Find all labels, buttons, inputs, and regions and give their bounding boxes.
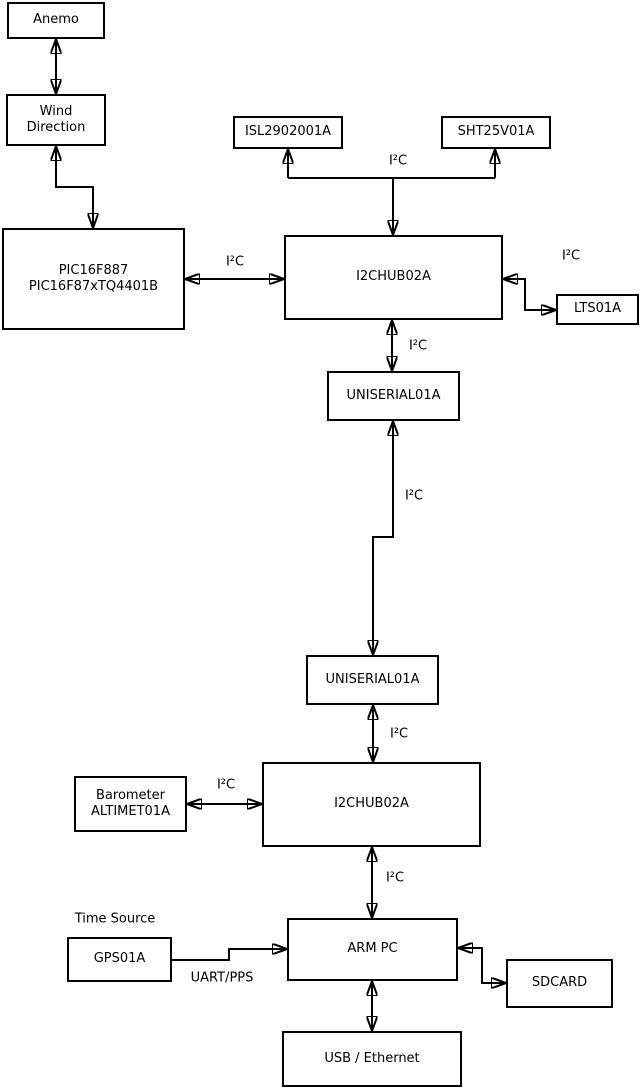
node-lts01a: LTS01A bbox=[556, 294, 639, 325]
i2c-label-hub-lts: I²C bbox=[561, 248, 581, 264]
i2c-label-hub2-arm: I²C bbox=[385, 870, 405, 886]
node-label: Anemo bbox=[33, 12, 79, 28]
i2c-label-uniserial-hub2: I²C bbox=[389, 726, 409, 742]
node-label: SHT25V01A bbox=[457, 124, 535, 140]
node-uniserial-bottom: UNISERIAL01A bbox=[306, 655, 439, 705]
i2c-label-barometer-hub2: I²C bbox=[216, 777, 236, 793]
node-label: PIC16F87xTQ4401B bbox=[28, 279, 159, 294]
node-label: ARM PC bbox=[347, 941, 398, 957]
node-label: I2CHUB02A bbox=[334, 796, 409, 812]
node-uniserial-top: UNISERIAL01A bbox=[327, 371, 460, 421]
node-label: ISL2902001A bbox=[244, 124, 332, 140]
i2c-label-pic-hub: I²C bbox=[225, 254, 245, 270]
node-label: Barometer bbox=[96, 787, 165, 803]
node-label: PIC16F887 bbox=[58, 262, 129, 278]
edge-gps-arm bbox=[172, 949, 287, 961]
edge-wind-pic bbox=[56, 146, 93, 228]
node-label: Direction bbox=[26, 120, 86, 135]
i2c-label-branch: I²C bbox=[388, 153, 408, 169]
edge-uniserial-top-bottom bbox=[373, 421, 393, 655]
node-barometer: Barometer ALTIMET01A bbox=[74, 776, 187, 832]
uart-pps-label: UART/PPS bbox=[190, 970, 254, 986]
node-label: UNISERIAL01A bbox=[325, 671, 420, 687]
node-arm-pc: ARM PC bbox=[287, 918, 458, 981]
i2c-label-long-line: I²C bbox=[404, 488, 424, 504]
node-label: I2CHUB02A bbox=[356, 269, 431, 285]
time-source-label: Time Source bbox=[74, 911, 156, 927]
node-i2chub-top: I2CHUB02A bbox=[284, 235, 503, 320]
node-wind-direction: Wind Direction bbox=[6, 94, 106, 146]
edge-hub-lts bbox=[503, 279, 556, 310]
node-label: SDCARD bbox=[531, 975, 588, 991]
edge-arm-sdcard bbox=[458, 948, 506, 983]
node-label: GPS01A bbox=[93, 951, 146, 967]
node-gps01a: GPS01A bbox=[67, 937, 172, 982]
node-pic16f887: PIC16F887 PIC16F87xTQ4401B bbox=[2, 228, 185, 330]
node-sdcard: SDCARD bbox=[506, 959, 613, 1008]
node-i2chub-bottom: I2CHUB02A bbox=[262, 762, 481, 847]
node-usb-ethernet: USB / Ethernet bbox=[282, 1031, 462, 1087]
node-label: UNISERIAL01A bbox=[346, 387, 441, 403]
node-label: LTS01A bbox=[573, 301, 622, 317]
node-label: USB / Ethernet bbox=[324, 1050, 420, 1066]
node-isl2902001a: ISL2902001A bbox=[233, 116, 343, 149]
node-sht25v01a: SHT25V01A bbox=[441, 116, 551, 149]
node-label: Wind bbox=[39, 103, 73, 119]
node-anemo: Anemo bbox=[7, 2, 105, 39]
i2c-label-hub-uniserial: I²C bbox=[408, 338, 428, 354]
node-label: ALTIMET01A bbox=[91, 804, 170, 819]
